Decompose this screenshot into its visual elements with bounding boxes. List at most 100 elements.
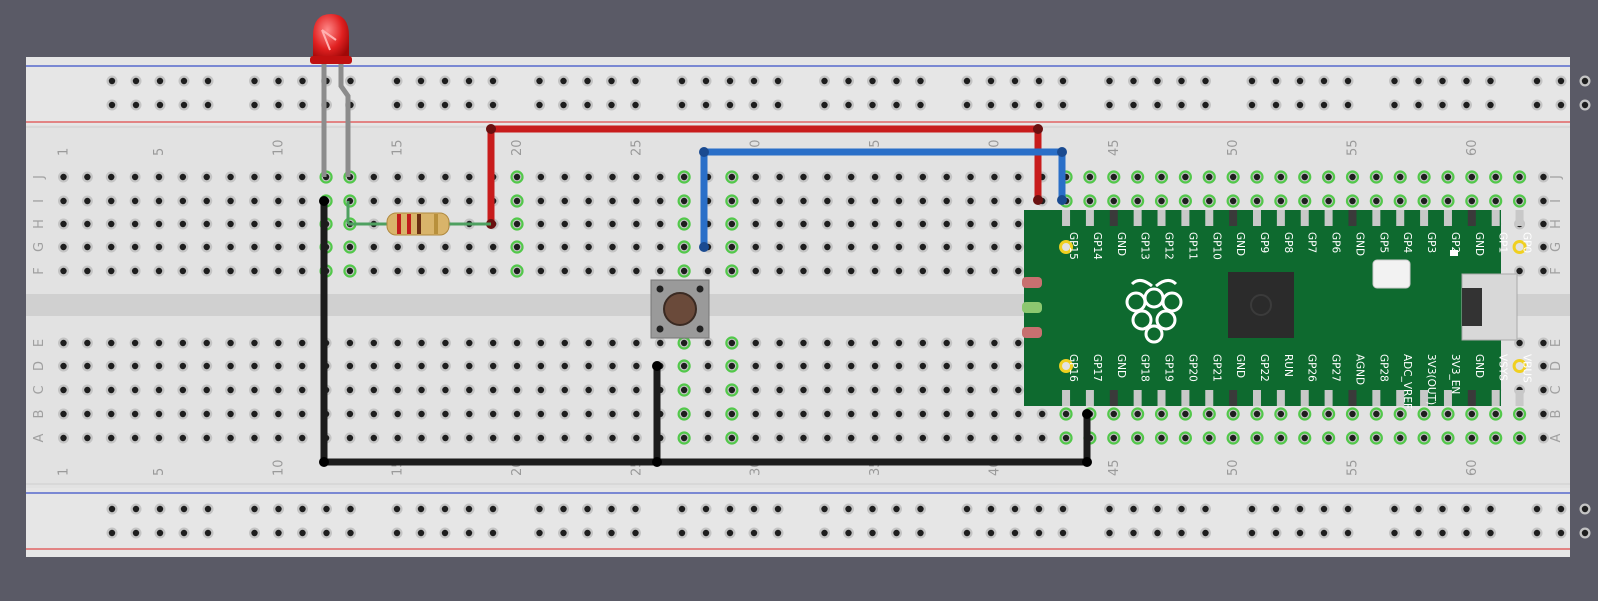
rail-hole-center	[1272, 505, 1280, 513]
hole-center	[418, 197, 425, 205]
pico-bootsel-button[interactable]	[1372, 259, 1411, 289]
hole-center	[871, 243, 879, 251]
connected-hole	[1393, 407, 1407, 421]
pico-pad	[1109, 210, 1118, 226]
pico-pad	[1181, 390, 1190, 406]
bottom-rail-area	[26, 488, 1570, 557]
row-letter: C	[1549, 385, 1564, 394]
pico-pin-label: GP13	[1139, 232, 1151, 260]
hole-center	[919, 243, 927, 251]
hole-center	[299, 362, 306, 370]
wire-blue[interactable]	[700, 148, 1066, 247]
hole-center	[299, 173, 306, 181]
hole-center	[537, 267, 545, 275]
hole-center	[346, 434, 354, 442]
hole-center	[943, 386, 950, 394]
hole-center	[752, 267, 759, 275]
column-number: 20	[510, 139, 525, 156]
hole-center	[227, 243, 234, 251]
connected-hole	[677, 194, 691, 208]
row-letter: A	[32, 433, 47, 442]
wire-endpoints-black	[319, 196, 1092, 467]
row-letter: C	[32, 385, 47, 394]
wire-black-ground-led[interactable]	[320, 201, 1091, 466]
hole-center	[1540, 362, 1547, 370]
rail-hole-center	[1248, 77, 1256, 85]
pico-pad	[1109, 390, 1118, 406]
hole-center	[561, 267, 568, 275]
connected-hole	[1178, 431, 1192, 445]
hole-center	[131, 243, 139, 251]
rail-hole-center	[869, 77, 876, 85]
hole-center	[1492, 173, 1499, 181]
connected-hole	[1489, 407, 1503, 421]
rail-hole-center	[1415, 77, 1422, 85]
rail-hole-center	[156, 505, 164, 513]
hole-center	[418, 386, 425, 394]
rail-hole-center	[1581, 529, 1589, 537]
push-button[interactable]	[650, 279, 710, 339]
wire-endpoints-blue	[699, 147, 1067, 252]
hole-center	[155, 197, 163, 205]
hole-center	[442, 362, 449, 370]
hole-center	[466, 267, 473, 275]
rail-hole-center	[893, 529, 900, 537]
hole-center	[895, 386, 903, 394]
pico-pin-label: GP19	[1163, 354, 1175, 382]
rail-hole-center	[917, 77, 924, 85]
rail-hole-center	[608, 505, 615, 513]
rail-hole-center	[1059, 505, 1067, 513]
rail-hole-center	[251, 77, 258, 85]
rail-hole-center	[132, 77, 140, 85]
rail-hole-center	[750, 529, 758, 537]
connected-hole	[1512, 194, 1527, 208]
pico-pad	[1372, 390, 1381, 406]
connected-hole	[1250, 170, 1264, 184]
hole-center	[179, 339, 187, 347]
hole-center	[728, 410, 736, 418]
hole-center	[776, 410, 783, 418]
hole-center	[800, 243, 807, 251]
rail-hole-center	[393, 505, 401, 513]
hole-center	[370, 243, 378, 251]
wire-red[interactable]	[487, 125, 1042, 224]
hole-center	[155, 173, 163, 181]
hole-center	[943, 173, 950, 181]
pico-pin-label: GP16	[1067, 354, 1079, 382]
hole-center	[895, 434, 903, 442]
pico-pad	[1133, 210, 1142, 226]
hole-center	[1540, 267, 1547, 275]
rail-hole-center	[702, 529, 710, 537]
hole-center	[848, 339, 855, 347]
led[interactable]	[310, 14, 352, 177]
hole-center	[275, 410, 282, 418]
top-rail-area	[26, 57, 1570, 125]
pico-pad	[1229, 210, 1238, 226]
connected-hole	[725, 217, 739, 231]
connected-hole	[1298, 431, 1312, 445]
rail-hole-center	[1130, 505, 1137, 513]
rail-hole-center	[584, 77, 591, 85]
connected-hole	[1298, 194, 1312, 208]
connected-hole	[677, 407, 691, 421]
connected-hole	[725, 336, 739, 350]
connected-hole	[1202, 407, 1216, 421]
rail-hole-center	[917, 505, 924, 513]
rail-hole-center	[156, 101, 164, 109]
hole-center	[943, 410, 950, 418]
button-cap[interactable]	[663, 292, 697, 326]
rail-hole-center	[417, 101, 425, 109]
hole-center	[513, 386, 521, 394]
hole-center	[489, 267, 497, 275]
rail-hole-center	[1557, 529, 1565, 537]
hole-center	[585, 220, 592, 228]
resistor[interactable]	[346, 201, 491, 236]
hole-center	[1516, 267, 1523, 275]
hole-center	[895, 339, 903, 347]
hole-center	[752, 434, 759, 442]
connected-hole	[343, 264, 357, 278]
hole-center	[489, 434, 497, 442]
rail-hole-center	[251, 101, 258, 109]
connected-hole	[1465, 170, 1479, 184]
